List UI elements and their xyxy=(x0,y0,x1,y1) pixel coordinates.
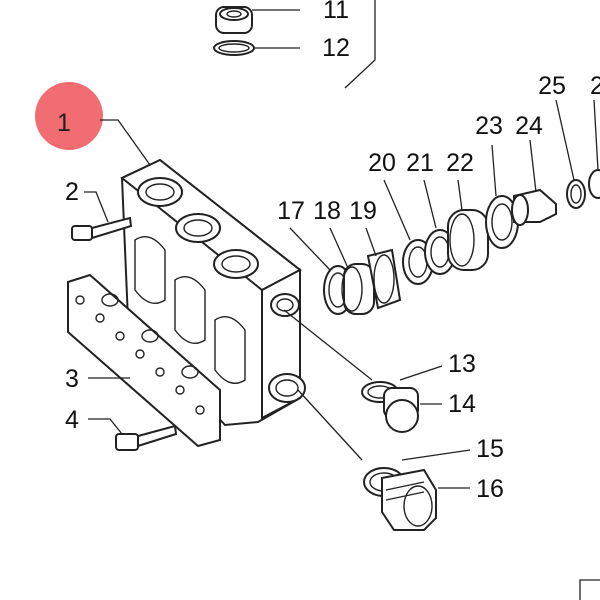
callout-26: 26 xyxy=(590,72,600,100)
selected-part-highlight[interactable] xyxy=(35,82,103,150)
part-14-plug xyxy=(383,387,419,433)
callout-18: 18 xyxy=(313,197,341,225)
callout-2: 2 xyxy=(65,178,79,206)
callout-15: 15 xyxy=(476,435,504,463)
callout-16: 16 xyxy=(476,475,504,503)
callout-23: 23 xyxy=(475,112,503,140)
callout-21: 21 xyxy=(406,149,434,177)
part-4-bolt xyxy=(115,424,178,451)
callout-12: 12 xyxy=(322,34,350,62)
callout-4: 4 xyxy=(65,406,79,434)
part-18-seal xyxy=(341,263,375,315)
part-3-gasket xyxy=(67,273,221,448)
callout-20: 20 xyxy=(368,149,396,177)
callout-22: 22 xyxy=(446,149,474,177)
callout-24: 24 xyxy=(515,112,543,140)
part-12-o-ring xyxy=(213,40,255,56)
callout-1: 1 xyxy=(57,109,71,137)
callout-3: 3 xyxy=(65,365,79,393)
part-22-seat xyxy=(447,209,489,271)
callout-11: 11 xyxy=(323,0,349,24)
callout-17: 17 xyxy=(277,197,305,225)
part-2-bolt xyxy=(71,216,133,241)
callout-19: 19 xyxy=(349,197,377,225)
part-1-valve-body xyxy=(120,158,306,427)
part-25-o-ring xyxy=(566,179,586,209)
part-11-plug xyxy=(215,6,253,34)
part-19-valve xyxy=(366,248,402,310)
part-24-plug xyxy=(511,188,557,226)
part-26-o-ring xyxy=(588,169,600,199)
callout-14: 14 xyxy=(448,390,476,418)
callout-13: 13 xyxy=(448,350,476,378)
callout-25: 25 xyxy=(538,72,566,100)
part-16-plug xyxy=(381,468,437,531)
